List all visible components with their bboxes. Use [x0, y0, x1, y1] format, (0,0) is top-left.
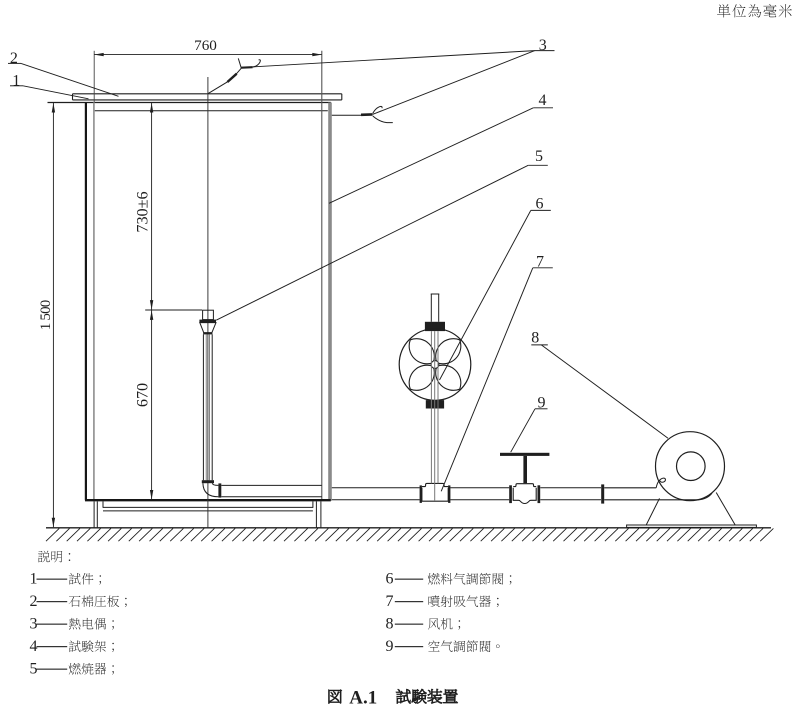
svg-text:5: 5: [30, 661, 38, 678]
svg-text:760: 760: [194, 37, 217, 54]
svg-text:A.1: A.1: [349, 687, 377, 708]
svg-text:1: 1: [12, 72, 20, 89]
svg-text:670: 670: [134, 383, 152, 407]
svg-text:2: 2: [10, 50, 18, 67]
svg-text:7: 7: [536, 254, 544, 271]
svg-text:4: 4: [539, 92, 547, 109]
svg-text:730±6: 730±6: [133, 191, 151, 232]
svg-text:4: 4: [30, 638, 38, 655]
svg-text:5: 5: [535, 148, 543, 165]
svg-text:1: 1: [30, 571, 38, 588]
svg-text:7: 7: [386, 593, 394, 610]
svg-text:6: 6: [386, 571, 394, 588]
svg-text:6: 6: [536, 196, 544, 213]
svg-text:1 500: 1 500: [38, 300, 54, 330]
svg-text:8: 8: [531, 330, 539, 347]
svg-text:3: 3: [30, 616, 38, 633]
svg-text:9: 9: [386, 638, 394, 655]
svg-text:3: 3: [539, 37, 547, 54]
svg-text:2: 2: [30, 593, 38, 610]
svg-text:8: 8: [386, 616, 394, 633]
svg-text:9: 9: [538, 395, 546, 412]
